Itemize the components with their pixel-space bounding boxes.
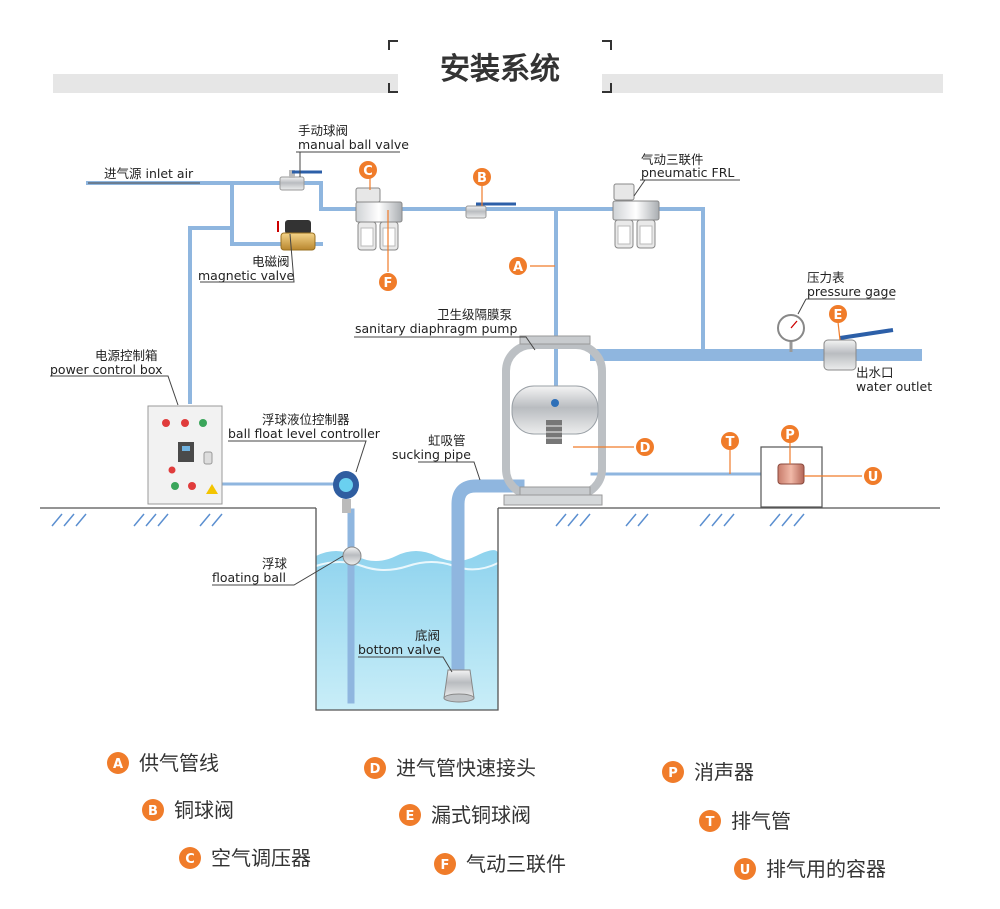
legend-text: 排气用的容器: [766, 857, 886, 881]
label-frl-en: pneumatic FRL: [641, 165, 734, 180]
page-title: 安装系统: [440, 52, 560, 87]
marker-a: A: [509, 257, 527, 275]
manual-ball-valve: [279, 170, 322, 191]
svg-text:D: D: [370, 762, 381, 777]
marker-c: C: [359, 161, 377, 179]
label-power-en: power control box: [50, 362, 163, 377]
svg-text:C: C: [185, 852, 195, 867]
legend-item-f: F 气动三联件: [434, 852, 566, 876]
ball-valve-b: [465, 202, 516, 219]
label-pressure-en: pressure gage: [807, 284, 896, 299]
label-magnetic-cn: 电磁阀: [252, 254, 290, 269]
frl-unit-left: [355, 187, 403, 251]
label-inlet-air: 进气源 inlet air: [104, 166, 194, 181]
svg-text:U: U: [740, 863, 751, 878]
label-manual-cn: 手动球阀: [298, 123, 348, 138]
title-block: 安装系统: [53, 40, 943, 94]
legend-item-a: A 供气管线: [107, 751, 219, 775]
legend-item-u: U 排气用的容器: [734, 857, 886, 881]
svg-text:E: E: [406, 809, 415, 824]
ground: [40, 507, 940, 527]
svg-text:P: P: [785, 428, 795, 443]
svg-text:P: P: [668, 766, 678, 781]
label-sucking-cn: 虹吸管: [428, 433, 466, 448]
marker-b: B: [473, 168, 491, 186]
label-outlet-cn: 出水口: [856, 365, 894, 380]
legend: A 供气管线 B 铜球阀 C 空气调压器 D 进气管快速接头 E 漏式铜球阀 F…: [107, 751, 886, 881]
label-manual-en: manual ball valve: [298, 137, 409, 152]
ball-float-controller: [333, 471, 359, 513]
marker-f: F: [379, 273, 397, 291]
title-bracket-tl: [388, 40, 398, 50]
pipe-network: [86, 181, 922, 704]
floating-ball: [342, 546, 362, 566]
label-magnetic-en: magnetic valve: [198, 268, 295, 283]
svg-text:D: D: [640, 441, 651, 456]
marker-d: D: [636, 438, 654, 456]
label-bottom-cn: 底阀: [415, 628, 440, 643]
magnetic-valve: [277, 220, 316, 251]
title-bracket-bl: [388, 83, 398, 93]
svg-text:F: F: [384, 276, 393, 291]
svg-text:E: E: [834, 308, 843, 323]
label-floating-cn: 浮球: [262, 556, 288, 571]
bottom-valve: [443, 669, 475, 703]
legend-text: 漏式铜球阀: [431, 803, 531, 827]
svg-text:B: B: [477, 171, 487, 186]
exhaust-container: [760, 446, 823, 508]
pressure-gauge: [777, 314, 805, 352]
label-float-ctrl-en: ball float level controller: [228, 426, 381, 441]
svg-text:T: T: [706, 815, 715, 830]
svg-text:T: T: [726, 435, 735, 450]
label-pressure-cn: 压力表: [807, 270, 845, 285]
svg-text:B: B: [148, 804, 158, 819]
svg-text:F: F: [441, 858, 450, 873]
power-control-box: [147, 405, 223, 505]
marker-p: P: [781, 425, 799, 443]
label-sucking-en: sucking pipe: [392, 447, 471, 462]
svg-text:C: C: [363, 164, 373, 179]
label-float-ctrl-cn: 浮球液位控制器: [262, 412, 350, 427]
diaphragm-pump: [502, 335, 606, 506]
title-bracket-br: [602, 83, 612, 93]
legend-text: 供气管线: [139, 751, 219, 775]
label-pump-en: sanitary diaphragm pump: [355, 321, 517, 336]
label-frl-cn: 气动三联件: [641, 152, 704, 167]
label-power-cn: 电源控制箱: [95, 348, 158, 363]
legend-item-e: E 漏式铜球阀: [399, 803, 531, 827]
legend-text: 进气管快速接头: [396, 756, 536, 780]
legend-item-p: P 消声器: [662, 760, 754, 784]
legend-text: 气动三联件: [466, 852, 566, 876]
ground-hatch-left: [51, 513, 223, 527]
frl-unit-right: [612, 183, 660, 249]
label-floating-en: floating ball: [212, 570, 286, 585]
legend-item-b: B 铜球阀: [142, 798, 234, 822]
legend-text: 消声器: [694, 760, 754, 784]
title-bracket-tr: [602, 40, 612, 50]
svg-text:A: A: [513, 260, 523, 275]
ground-hatch-right: [555, 513, 805, 527]
leader-lines: [50, 151, 895, 673]
legend-text: 铜球阀: [174, 798, 234, 822]
marker-connectors: [369, 176, 862, 477]
svg-text:U: U: [868, 470, 879, 485]
marker-u: U: [864, 467, 882, 485]
legend-text: 排气管: [731, 809, 791, 833]
legend-text: 空气调压器: [211, 846, 311, 870]
label-bottom-en: bottom valve: [358, 642, 441, 657]
marker-e: E: [829, 305, 847, 323]
label-pump-cn: 卫生级隔膜泵: [437, 307, 512, 322]
label-outlet-en: water outlet: [856, 379, 932, 394]
svg-text:A: A: [113, 757, 123, 772]
legend-item-d: D 进气管快速接头: [364, 756, 536, 780]
legend-item-t: T 排气管: [699, 809, 791, 833]
legend-item-c: C 空气调压器: [179, 846, 311, 870]
marker-t: T: [721, 432, 739, 450]
